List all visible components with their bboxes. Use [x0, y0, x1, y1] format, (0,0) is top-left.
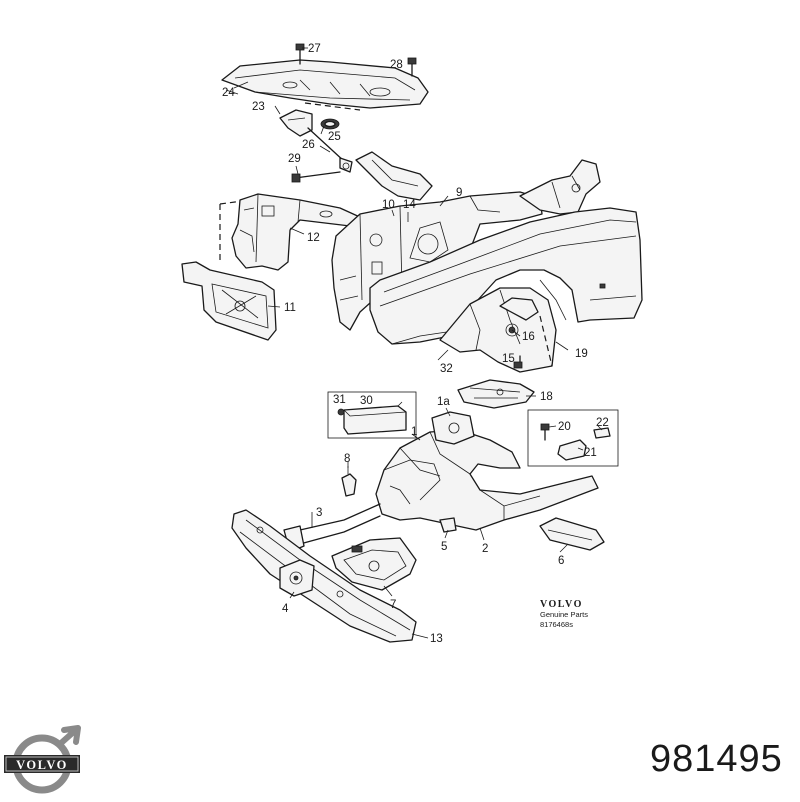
stamp-line2: 8176468s — [540, 620, 573, 629]
callout-30: 30 — [360, 395, 373, 407]
box-31-30 — [327, 391, 417, 439]
callout-22: 22 — [596, 417, 609, 429]
side-plate-11 — [181, 261, 277, 341]
genuine-parts-stamp: VOLVO Genuine Parts 8176468s — [540, 599, 588, 629]
stamp-brand: VOLVO — [540, 599, 583, 610]
callout-2: 2 — [482, 543, 488, 555]
callout-13: 13 — [430, 633, 443, 645]
callout-15: 15 — [502, 353, 515, 365]
callout-1a: 1a — [437, 396, 450, 408]
callout-labels: 27 28 24 23 25 26 29 9 10 14 12 11 16 19… — [222, 43, 609, 645]
bolt-15 — [513, 355, 523, 369]
bracket-25 — [279, 109, 340, 137]
callout-5: 5 — [441, 541, 447, 553]
callout-7: 7 — [390, 599, 396, 611]
callout-9: 9 — [456, 187, 462, 199]
tray-7 — [331, 537, 417, 591]
cowl-panel — [221, 59, 429, 111]
callout-29: 29 — [288, 153, 301, 165]
bracket-6 — [539, 517, 605, 551]
callout-8: 8 — [344, 453, 350, 465]
callout-20: 20 — [558, 421, 571, 433]
bolt-29 — [291, 171, 341, 183]
bracket-16 — [499, 297, 539, 337]
callout-1: 1 — [411, 426, 417, 438]
part-8 — [341, 466, 357, 497]
callout-32: 32 — [440, 363, 453, 375]
stamp-line1: Genuine Parts — [540, 610, 588, 619]
callout-18: 18 — [540, 391, 553, 403]
bracket-18 — [457, 379, 535, 409]
callout-28: 28 — [390, 59, 403, 71]
callout-12: 12 — [307, 232, 320, 244]
crossmember-13 — [231, 509, 417, 643]
callout-3: 3 — [316, 507, 322, 519]
callout-31: 31 — [333, 394, 346, 406]
callout-23: 23 — [252, 101, 265, 113]
bolt-28 — [407, 57, 417, 77]
logo-text: VOLVO — [16, 758, 68, 772]
box-20-21-22 — [527, 409, 619, 467]
callout-4: 4 — [282, 603, 289, 615]
callout-19: 19 — [575, 348, 588, 360]
callout-14: 14 — [403, 199, 416, 211]
callout-26: 26 — [302, 139, 315, 151]
leader-lines — [225, 47, 603, 639]
callout-27: 27 — [308, 43, 321, 55]
volvo-logo: VOLVO — [4, 725, 81, 794]
callout-16: 16 — [522, 331, 535, 343]
callout-25: 25 — [328, 131, 341, 143]
bracket-4 — [279, 559, 315, 597]
callout-11: 11 — [284, 302, 296, 314]
fender-19 — [369, 207, 643, 345]
part-number: 981495 — [650, 738, 783, 780]
bracket-5 — [439, 517, 457, 533]
callout-21: 21 — [584, 447, 597, 459]
strut-tower — [355, 151, 601, 215]
rod-26 — [307, 127, 353, 173]
callout-24: 24 — [222, 87, 235, 99]
mudguard-12 — [219, 193, 363, 271]
callout-6: 6 — [558, 555, 564, 567]
callout-10: 10 — [382, 199, 395, 211]
